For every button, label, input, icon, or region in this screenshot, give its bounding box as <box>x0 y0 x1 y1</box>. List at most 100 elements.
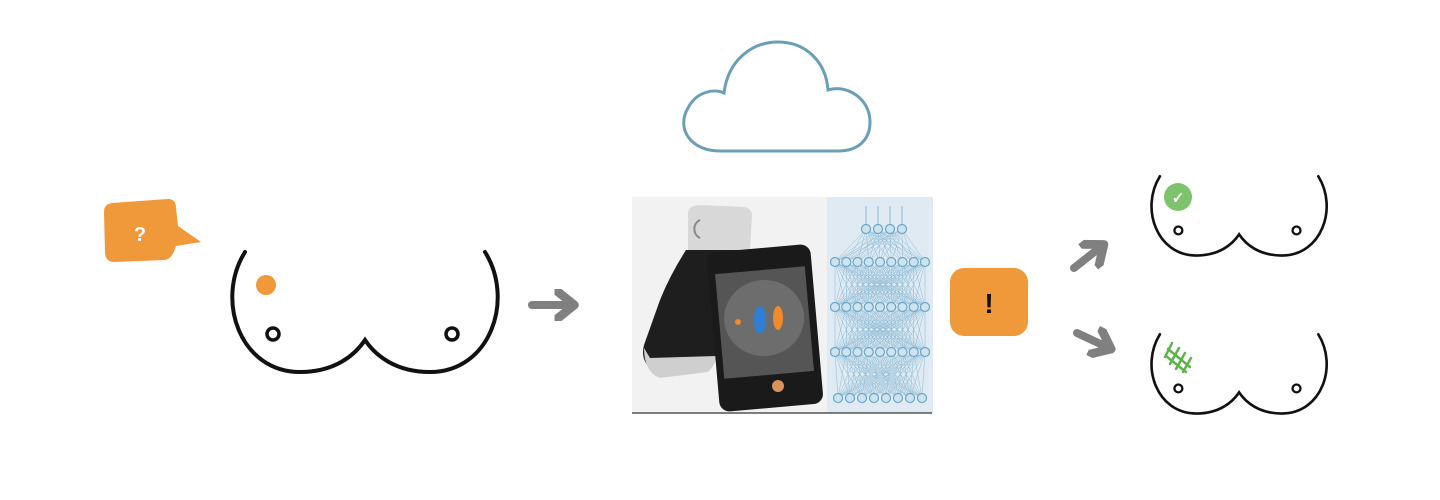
nn-edge <box>834 306 858 353</box>
nn-edge <box>879 351 911 399</box>
nn-edge <box>846 261 926 308</box>
nn-edge <box>885 351 903 399</box>
nn-node <box>874 346 886 358</box>
nn-edge <box>849 351 858 399</box>
nn-node <box>863 346 874 358</box>
nn-edge <box>834 306 926 353</box>
nn-edge <box>891 261 926 308</box>
nn-edge <box>861 351 881 399</box>
nn-node <box>856 392 868 404</box>
nn-edge <box>834 261 858 308</box>
nn-edge <box>865 228 926 263</box>
nn-node <box>852 256 863 268</box>
nn-edge <box>913 351 923 399</box>
nn-edge <box>837 351 892 399</box>
nn-edge <box>897 351 903 399</box>
nn-edge <box>837 351 914 399</box>
nn-node <box>841 256 852 268</box>
nn-node <box>829 346 841 358</box>
nn-edge <box>879 261 926 308</box>
nn-edge <box>834 228 867 263</box>
nn-edge <box>834 261 892 308</box>
nn-edge <box>857 306 926 353</box>
nn-edge <box>857 351 899 399</box>
nn-edge <box>857 351 875 399</box>
nn-node <box>884 223 896 235</box>
nn-edge <box>868 351 899 399</box>
nn-edge <box>879 306 926 353</box>
nn-edge <box>877 228 926 263</box>
nn-edge <box>837 351 926 399</box>
nn-edge <box>834 351 875 399</box>
nn-edge <box>891 351 899 399</box>
nn-edge <box>879 228 903 263</box>
arrow-up-right-icon <box>1070 246 1102 272</box>
question-mark: ? <box>134 224 146 246</box>
nn-edge <box>885 351 892 399</box>
nn-edge <box>857 351 887 399</box>
nn-node <box>919 301 931 313</box>
nn-edge <box>834 306 914 353</box>
nn-edge <box>837 351 847 399</box>
nn-node <box>832 392 844 404</box>
nn-edge <box>865 228 881 263</box>
nn-edge <box>846 306 926 353</box>
nn-edge <box>846 351 875 399</box>
nn-edge <box>877 228 903 263</box>
nn-node <box>829 256 841 268</box>
nn-edge <box>834 306 903 353</box>
nn-edge <box>865 228 903 263</box>
nn-edge <box>849 351 926 399</box>
nn-edge <box>902 351 911 399</box>
nn-edge <box>834 261 914 308</box>
nn-edge <box>885 351 914 399</box>
nn-edge <box>834 351 887 399</box>
nn-edge <box>857 228 903 263</box>
ultrasound-ai-image: AI <box>632 197 933 414</box>
nn-edge <box>857 228 867 263</box>
exclamation-mark: ! <box>984 288 993 319</box>
nn-edge <box>901 228 926 263</box>
nn-edge <box>891 228 903 263</box>
lump-dot <box>256 275 276 295</box>
nn-node <box>892 392 904 404</box>
nn-node <box>919 256 931 268</box>
nn-edge <box>891 306 926 353</box>
nn-node <box>919 346 931 358</box>
nn-edge <box>857 351 863 399</box>
nn-edge <box>889 228 914 263</box>
nn-edge <box>868 351 875 399</box>
nn-node <box>916 392 928 404</box>
nn-edge <box>834 261 903 308</box>
nn-node <box>841 301 852 313</box>
nn-edge <box>834 306 881 353</box>
nn-edge <box>868 351 911 399</box>
nn-node <box>841 346 852 358</box>
nn-edge <box>879 228 891 263</box>
nn-edge <box>902 306 926 353</box>
nn-edge <box>921 351 926 399</box>
neural-network-graphic: AI <box>829 206 931 404</box>
nn-edge <box>877 228 914 263</box>
nn-edge <box>901 228 903 263</box>
nn-node <box>863 301 874 313</box>
nn-node <box>844 392 856 404</box>
nn-edge <box>846 351 863 399</box>
nn-edge <box>865 228 892 263</box>
nn-edge <box>868 228 903 263</box>
nn-edge <box>877 228 892 263</box>
hatch-lesion-icon <box>1163 341 1193 374</box>
nn-edge <box>846 351 911 399</box>
arrow-down-right-icon <box>1073 333 1109 348</box>
nn-edge <box>889 228 892 263</box>
nn-edge <box>834 228 903 263</box>
nn-edge <box>846 228 903 263</box>
nn-edge <box>889 228 903 263</box>
nn-node <box>904 392 916 404</box>
nn-edge <box>834 228 891 263</box>
nn-node <box>886 346 897 358</box>
nn-edge <box>861 351 926 399</box>
nn-edge <box>857 351 923 399</box>
nn-node <box>874 256 886 268</box>
nn-node <box>852 301 863 313</box>
